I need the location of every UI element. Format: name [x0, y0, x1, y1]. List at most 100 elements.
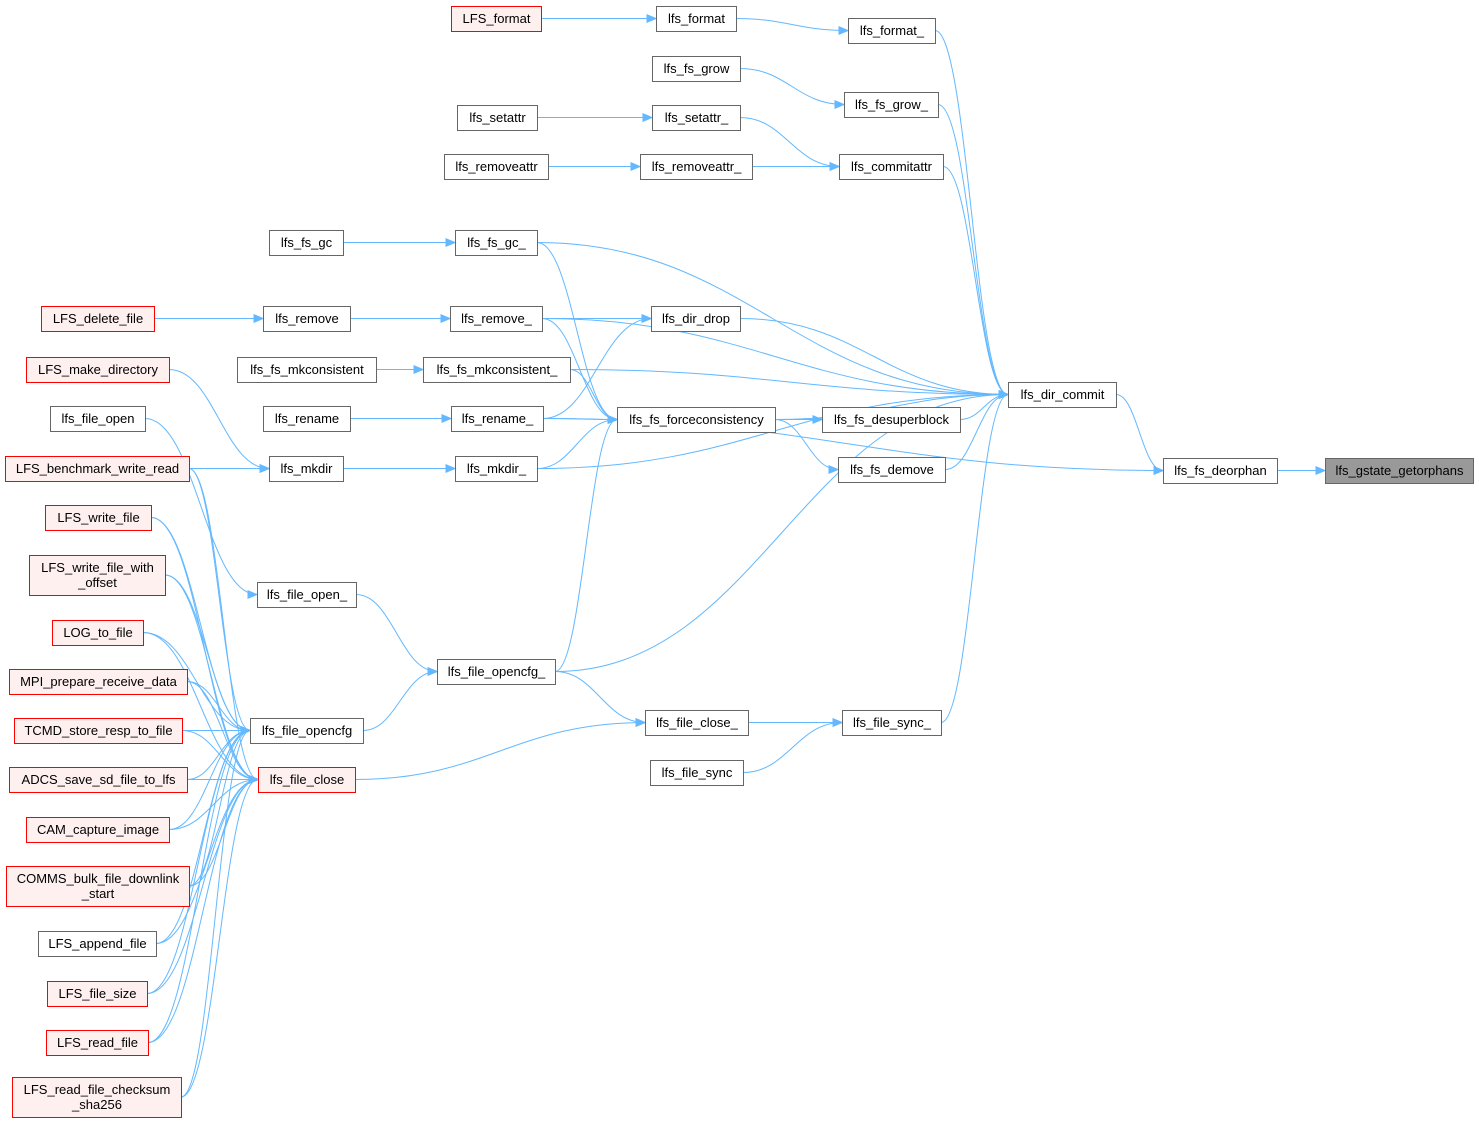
edge-lfs-format-to-lfs-format — [735, 18, 850, 36]
edge-arrowhead — [635, 717, 647, 728]
node-label: lfs_fs_mkconsistent_ — [437, 362, 558, 377]
node-label: LFS_delete_file — [53, 311, 143, 326]
edge-line — [542, 318, 652, 419]
edge-lfs-benchmark-write-read-to-lfs-file-opencfg — [188, 468, 252, 736]
edge-line — [181, 730, 259, 780]
node-lfs-read-file[interactable]: LFS_read_file — [46, 1030, 149, 1056]
node-lfs-format[interactable]: LFS_format — [451, 6, 542, 32]
node-lfs-setattr[interactable]: lfs_setattr — [457, 105, 538, 131]
node-lfs-format[interactable]: lfs_format_ — [848, 18, 936, 44]
node-lfs-fs-grow[interactable]: lfs_fs_grow — [652, 56, 741, 82]
edge-line — [1115, 394, 1164, 471]
node-label: lfs_file_close — [270, 772, 344, 787]
node-box — [250, 718, 364, 744]
node-label: lfs_setattr — [469, 110, 526, 125]
node-lfs-fs-gc[interactable]: lfs_fs_gc_ — [455, 230, 538, 256]
node-lfs-read-file-checksum-sha256[interactable]: LFS_read_file_checksum_sha256 — [12, 1077, 182, 1118]
edge-arrowhead — [240, 725, 252, 736]
node-lfs-file-opencfg[interactable]: lfs_file_opencfg — [250, 718, 364, 744]
node-lfs-write-file[interactable]: LFS_write_file — [45, 505, 152, 531]
edge-log-to-file-to-lfs-file-close — [142, 632, 260, 785]
node-label: lfs_dir_drop — [662, 311, 730, 326]
edge-arrowhead — [1153, 465, 1165, 476]
node-label: LFS_write_file — [57, 510, 139, 525]
node-lfs-remove[interactable]: lfs_remove_ — [450, 306, 543, 332]
node-lfs-file-sync[interactable]: lfs_file_sync — [650, 760, 744, 786]
edge-arrowhead — [642, 112, 654, 123]
edge-arrowhead — [641, 313, 653, 324]
node-lfs-gstate-getorphans[interactable]: lfs_gstate_getorphans — [1325, 458, 1474, 484]
node-box — [848, 18, 936, 44]
node-label: lfs_setattr_ — [665, 110, 729, 125]
edge-lfs-file-sync-to-lfs-file-sync — [742, 717, 844, 773]
edge-line — [934, 30, 1009, 395]
node-lfs-dir-commit[interactable]: lfs_dir_commit — [1008, 382, 1117, 408]
node-box — [257, 582, 357, 608]
node-lfs-rename[interactable]: lfs_rename_ — [451, 406, 544, 432]
node-box — [457, 105, 538, 131]
node-lfs-commitattr[interactable]: lfs_commitattr — [839, 154, 944, 180]
node-box — [14, 718, 183, 744]
node-lfs-fs-mkconsistent[interactable]: lfs_fs_mkconsistent_ — [423, 357, 571, 383]
node-label: lfs_rename_ — [462, 411, 534, 426]
node-lfs-file-size[interactable]: LFS_file_size — [47, 981, 148, 1007]
node-box — [455, 230, 538, 256]
node-lfs-make-directory[interactable]: LFS_make_directory — [26, 357, 170, 383]
edge-line — [188, 468, 259, 780]
node-lfs-dir-drop[interactable]: lfs_dir_drop — [651, 306, 741, 332]
edge-arrowhead — [248, 774, 260, 785]
node-box — [52, 620, 144, 646]
node-lfs-file-opencfg[interactable]: lfs_file_opencfg_ — [437, 659, 556, 685]
node-lfs-fs-demove[interactable]: lfs_fs_demove — [838, 457, 946, 483]
node-mpi-prepare-receive-data[interactable]: MPI_prepare_receive_data — [9, 669, 188, 695]
edge-lfs-fs-grow-to-lfs-dir-commit — [937, 104, 1010, 400]
node-box — [650, 760, 744, 786]
edge-arrowhead — [834, 99, 846, 110]
node-lfs-fs-forceconsistency[interactable]: lfs_fs_forceconsistency — [617, 407, 776, 433]
node-label: LFS_append_file — [48, 936, 146, 951]
node-lfs-file-open[interactable]: lfs_file_open_ — [257, 582, 357, 608]
node-comms-bulk-file-downlink-start[interactable]: COMMS_bulk_file_downlink_start — [6, 866, 190, 907]
edge-line — [739, 68, 845, 105]
node-lfs-rename[interactable]: lfs_rename — [263, 406, 351, 432]
node-lfs-format[interactable]: lfs_format — [656, 6, 737, 32]
edge-line — [554, 419, 618, 672]
node-log-to-file[interactable]: LOG_to_file — [52, 620, 144, 646]
node-box — [455, 456, 538, 482]
node-lfs-fs-deorphan[interactable]: lfs_fs_deorphan — [1163, 458, 1278, 484]
node-lfs-file-close[interactable]: lfs_file_close — [258, 767, 356, 793]
edge-lfs-fs-mkconsistent-to-lfs-fs-mkconsistent — [376, 364, 425, 375]
node-lfs-fs-grow[interactable]: lfs_fs_grow_ — [844, 92, 939, 118]
edge-lfs-remove-to-lfs-dir-commit — [541, 318, 1010, 400]
node-adcs-save-sd-file-to-lfs[interactable]: ADCS_save_sd_file_to_lfs — [9, 767, 188, 793]
node-label: LOG_to_file — [63, 625, 132, 640]
node-lfs-mkdir[interactable]: lfs_mkdir — [269, 456, 344, 482]
node-lfs-remove[interactable]: lfs_remove — [263, 306, 351, 332]
node-lfs-removeattr[interactable]: lfs_removeattr — [444, 154, 549, 180]
node-box — [844, 92, 939, 118]
node-label: LFS_benchmark_write_read — [16, 461, 179, 476]
node-box — [45, 505, 152, 531]
node-tcmd-store-resp-to-file[interactable]: TCMD_store_resp_to_file — [14, 718, 183, 744]
node-lfs-file-open[interactable]: lfs_file_open — [50, 406, 146, 432]
node-lfs-file-close[interactable]: lfs_file_close_ — [645, 710, 749, 736]
node-lfs-append-file[interactable]: LFS_append_file — [38, 931, 157, 957]
node-lfs-write-file-with-offset[interactable]: LFS_write_file_with_offset — [29, 555, 166, 596]
node-lfs-fs-desuperblock[interactable]: lfs_fs_desuperblock — [822, 407, 961, 433]
node-box — [9, 669, 188, 695]
node-cam-capture-image[interactable]: CAM_capture_image — [26, 817, 170, 843]
edge-arrowhead — [445, 237, 457, 248]
node-lfs-removeattr[interactable]: lfs_removeattr_ — [640, 154, 753, 180]
node-lfs-mkdir[interactable]: lfs_mkdir_ — [455, 456, 538, 482]
node-lfs-benchmark-write-read[interactable]: LFS_benchmark_write_read — [5, 456, 190, 482]
edge-lfs-rename-to-lfs-dir-drop — [542, 313, 653, 419]
node-lfs-setattr[interactable]: lfs_setattr_ — [652, 105, 741, 131]
node-lfs-fs-mkconsistent[interactable]: lfs_fs_mkconsistent — [237, 357, 377, 383]
node-lfs-fs-gc[interactable]: lfs_fs_gc — [269, 230, 344, 256]
node-label: lfs_mkdir — [280, 461, 333, 476]
edge-line — [188, 730, 251, 887]
edge-line — [536, 419, 618, 469]
node-lfs-file-sync[interactable]: lfs_file_sync_ — [842, 710, 942, 736]
node-box — [12, 1077, 182, 1118]
node-lfs-delete-file[interactable]: LFS_delete_file — [41, 306, 155, 332]
